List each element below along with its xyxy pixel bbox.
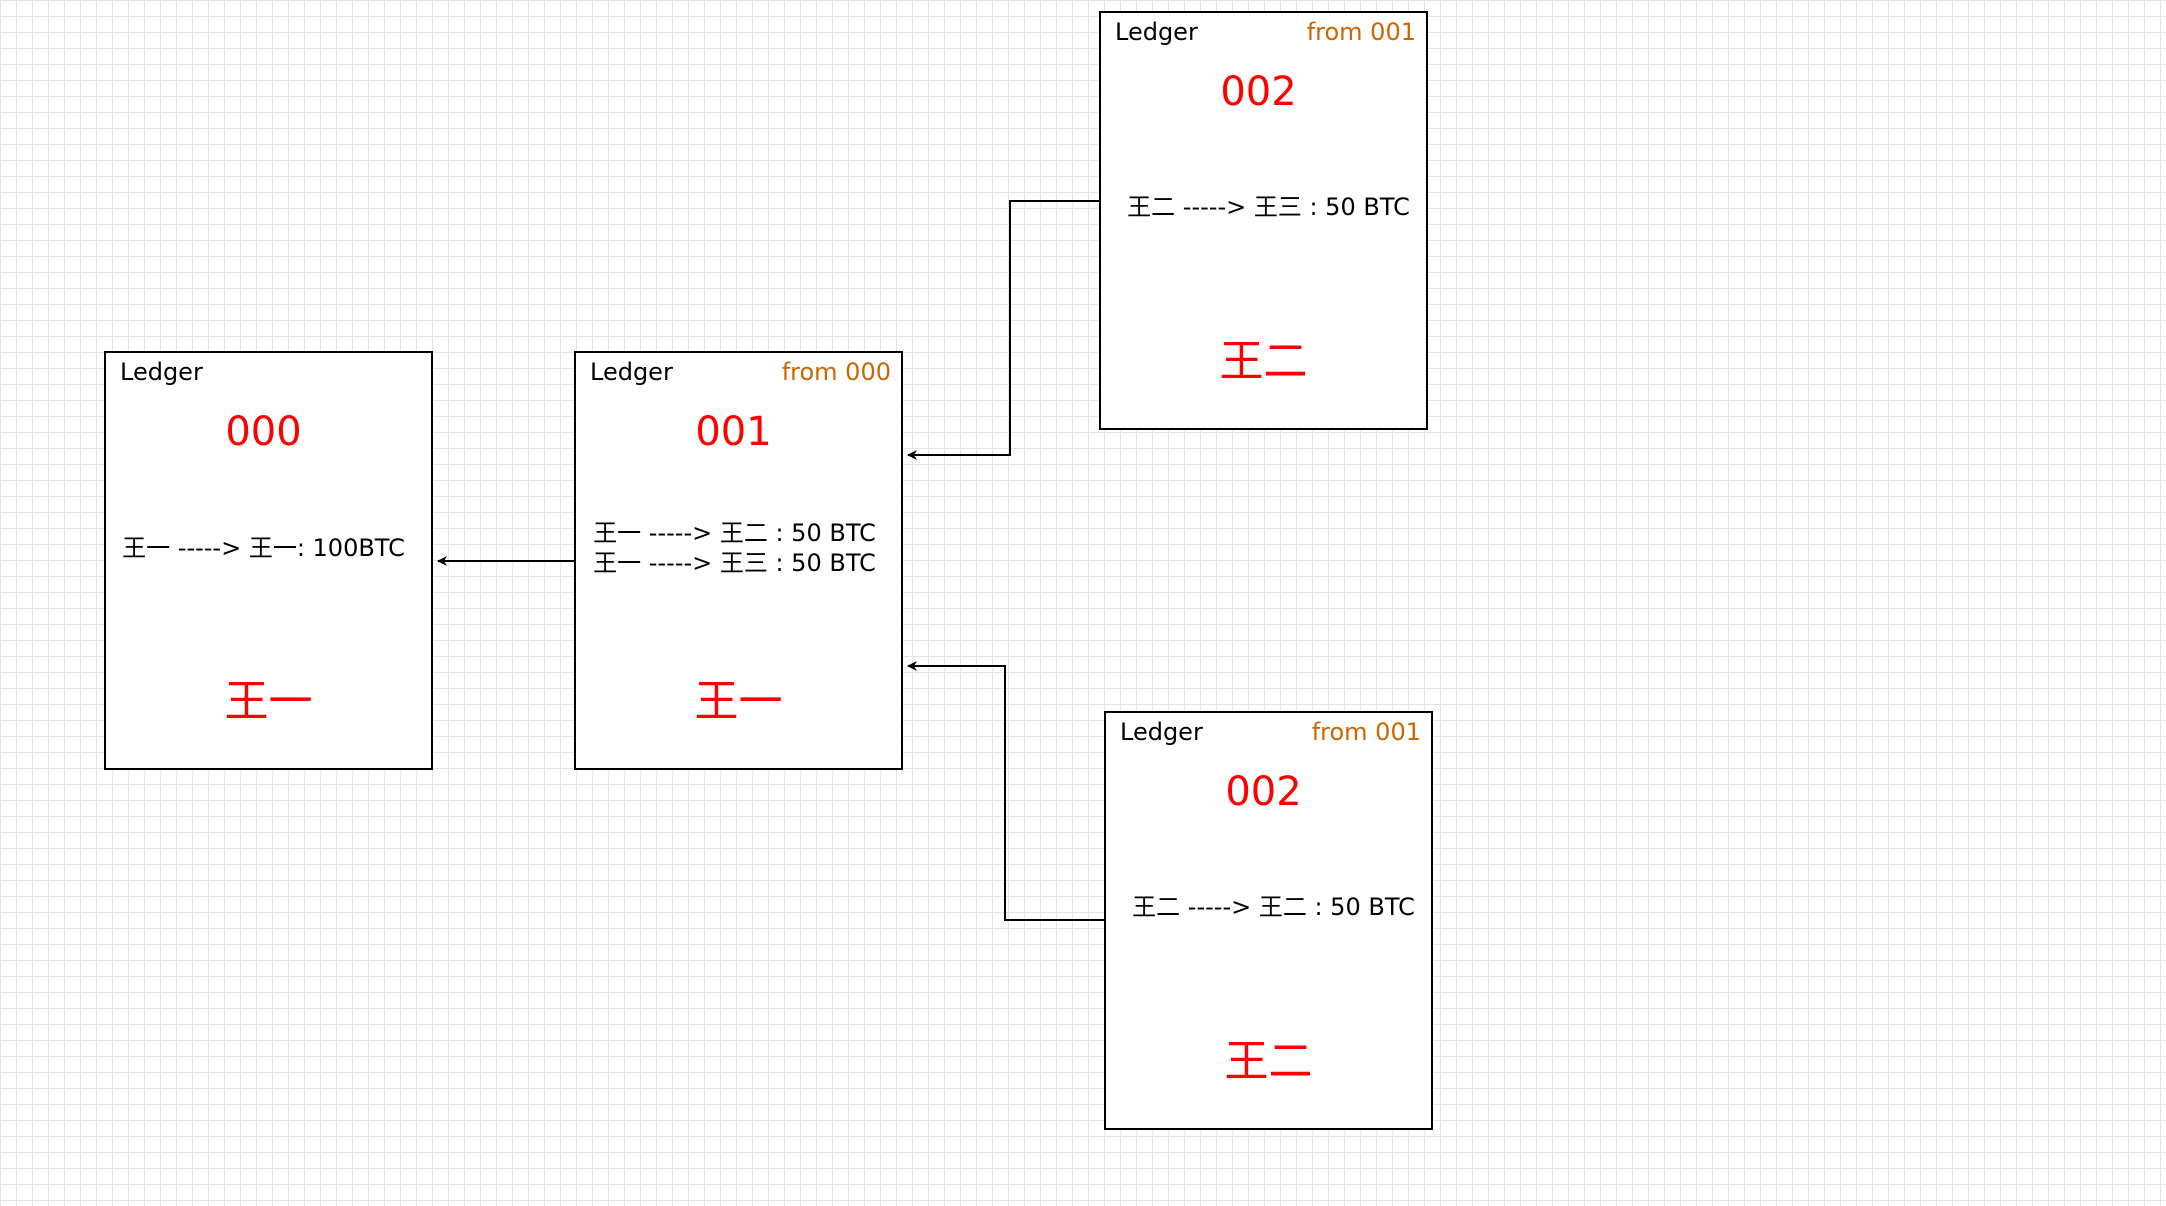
transaction-line: 王一 -----> 王二 : 50 BTC <box>593 519 876 547</box>
ledger-from-label: from 000 <box>781 358 891 386</box>
ledger-title: Ledger <box>120 358 203 386</box>
ledger-from-label: from 001 <box>1311 718 1421 746</box>
block-id: 000 <box>225 409 302 455</box>
ledger-title: Ledger <box>1120 718 1203 746</box>
ledger-owner: 王二 <box>1224 1036 1313 1087</box>
block-id: 002 <box>1220 69 1297 115</box>
ledger-block-002-top[interactable]: Ledger from 001 002 王二 -----> 王三 : 50 BT… <box>1099 11 1428 430</box>
transaction-line: 王一 -----> 王一: 100BTC <box>122 534 405 562</box>
block-id: 002 <box>1225 769 1302 815</box>
ledger-title: Ledger <box>590 358 673 386</box>
ledger-block-002-bottom[interactable]: Ledger from 001 002 王二 -----> 王二 : 50 BT… <box>1104 711 1433 1130</box>
ledger-owner: 王一 <box>694 676 783 727</box>
connector-002-top-to-001 <box>907 200 1100 460</box>
ledger-owner: 王一 <box>224 676 313 727</box>
ledger-from-label: from 001 <box>1306 18 1416 46</box>
ledger-owner: 王二 <box>1219 336 1308 387</box>
transaction-line: 王二 -----> 王三 : 50 BTC <box>1127 193 1410 221</box>
block-id: 001 <box>695 409 772 455</box>
transaction-line: 王一 -----> 王三 : 50 BTC <box>593 549 876 577</box>
ledger-block-000[interactable]: Ledger 000 王一 -----> 王一: 100BTC 王一 <box>104 351 433 770</box>
ledger-block-001[interactable]: Ledger from 000 001 王一 -----> 王二 : 50 BT… <box>574 351 903 770</box>
transaction-line: 王二 -----> 王二 : 50 BTC <box>1132 893 1415 921</box>
connector-002-bottom-to-001 <box>907 661 1105 921</box>
ledger-title: Ledger <box>1115 18 1198 46</box>
